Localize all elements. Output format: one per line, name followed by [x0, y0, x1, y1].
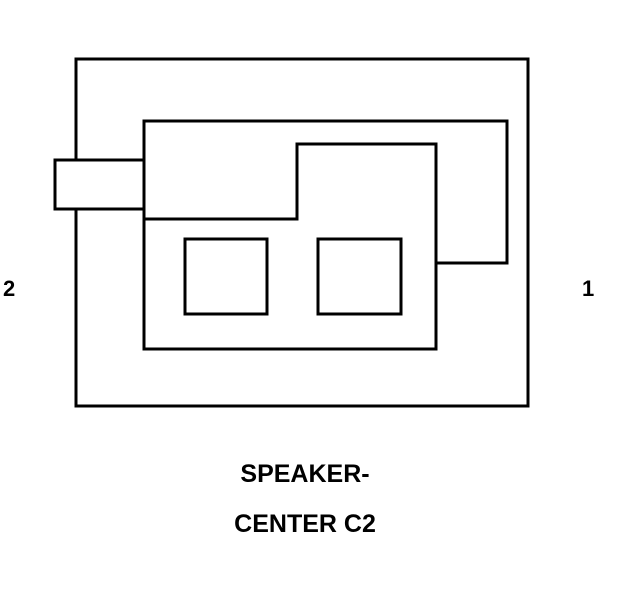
caption-line-2: CENTER C2 [234, 510, 376, 538]
pin-label-1: 1 [582, 276, 595, 301]
caption-line-1: SPEAKER- [240, 460, 370, 488]
connector-inner-step [144, 142, 438, 263]
pin-cavity-1 [316, 237, 403, 316]
locking-tab [53, 158, 146, 211]
pin-label-2: 2 [3, 276, 16, 301]
connector-housing [74, 57, 530, 408]
pin-cavity-2 [183, 237, 269, 316]
